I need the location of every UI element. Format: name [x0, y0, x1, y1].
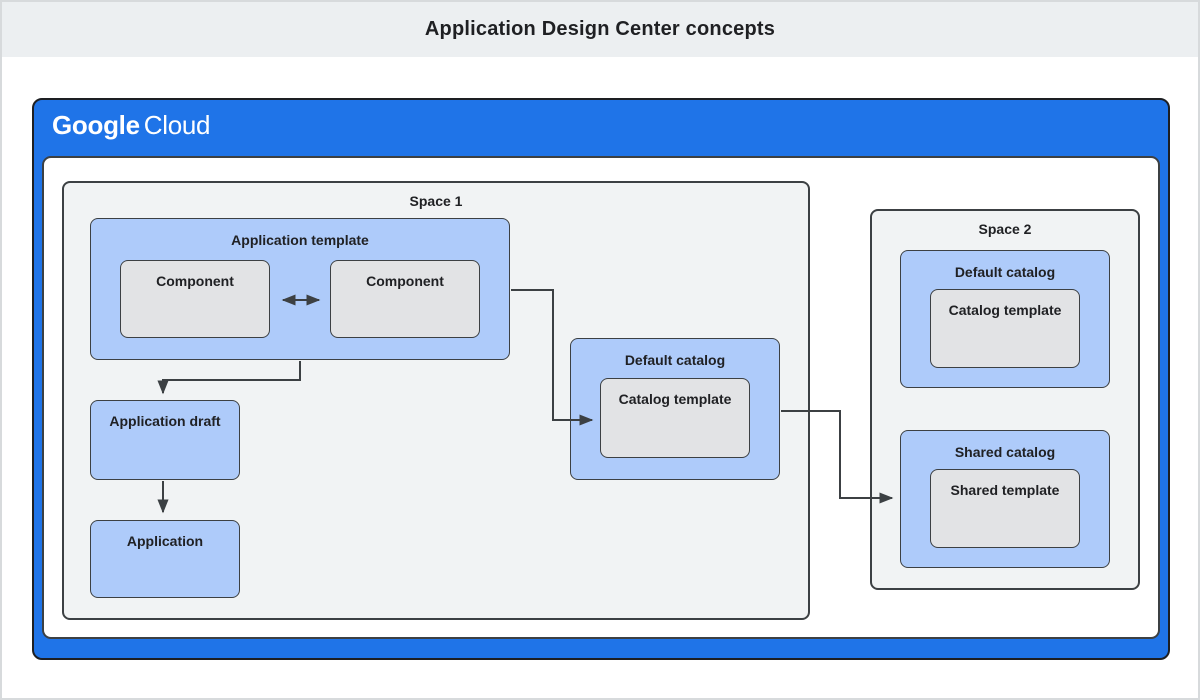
shared-catalog-label: Shared catalog — [954, 444, 1056, 460]
space2-catalog-template-box: Catalog template — [930, 289, 1080, 368]
page-title: Application Design Center concepts — [424, 18, 776, 40]
space2-default-catalog-label: Default catalog — [954, 264, 1056, 280]
space1-label: Space 1 — [409, 193, 463, 209]
space1-catalog-template-label: Catalog template — [618, 391, 732, 407]
space2-label: Space 2 — [978, 221, 1032, 237]
shared-template-label: Shared template — [950, 482, 1060, 498]
component-2-box: Component — [330, 260, 480, 338]
cloud-wordmark: Cloud — [143, 110, 211, 140]
google-wordmark: Google — [52, 110, 140, 140]
space1-default-catalog-label: Default catalog — [624, 352, 726, 368]
application-draft-label: Application draft — [109, 413, 221, 429]
component-2-label: Component — [366, 273, 444, 289]
component-1-box: Component — [120, 260, 270, 338]
space1-catalog-template-box: Catalog template — [600, 378, 750, 458]
application-box: Application — [90, 520, 240, 598]
space2-catalog-template-label: Catalog template — [948, 302, 1062, 318]
component-1-label: Component — [156, 273, 234, 289]
application-template-label: Application template — [231, 232, 369, 248]
application-draft-box: Application draft — [90, 400, 240, 480]
application-label: Application — [126, 533, 204, 549]
shared-template-box: Shared template — [930, 469, 1080, 548]
header-band: Application Design Center concepts — [2, 2, 1198, 57]
